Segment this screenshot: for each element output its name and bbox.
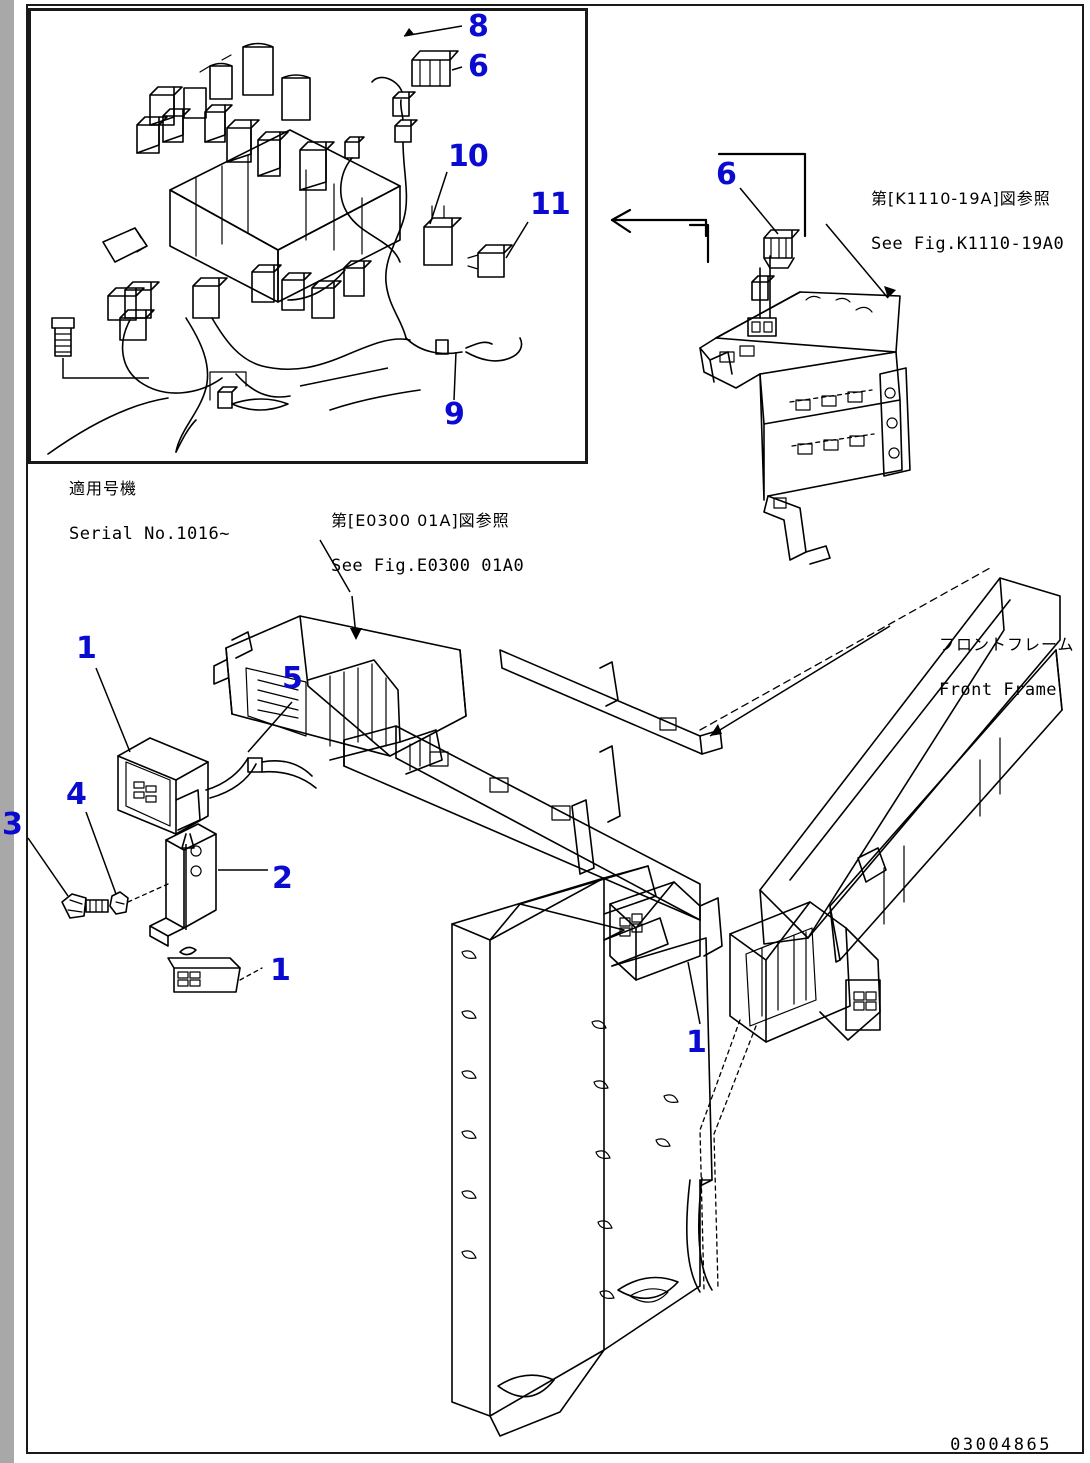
label-front-frame: フロントフレーム Front Frame bbox=[896, 612, 1074, 724]
callout-1-lower: 1 bbox=[270, 953, 291, 988]
right-control-box-assembly bbox=[688, 152, 911, 565]
callout-10: 10 bbox=[448, 139, 489, 174]
callout-11: 11 bbox=[530, 187, 571, 222]
serial-note-jp: 適用号機 bbox=[68, 479, 137, 499]
callout-1-body: 1 bbox=[686, 1025, 707, 1060]
callout-2-bracket: 2 bbox=[272, 861, 293, 896]
label-front-frame-en: Front Frame bbox=[938, 680, 1058, 701]
callout-4-washer: 4 bbox=[66, 777, 87, 812]
machine-front-frame bbox=[213, 539, 1063, 1437]
label-front-frame-jp: フロントフレーム bbox=[938, 635, 1075, 655]
ref-fig-e0300: 第[E0300 01A]図参照 See Fig.E0300 01A0 bbox=[288, 488, 524, 600]
ref-fig-k1110-jp: 第[K1110-19A]図参照 bbox=[870, 189, 1051, 209]
ref-fig-e0300-en: See Fig.E0300 01A0 bbox=[330, 556, 525, 577]
left-margin-rule bbox=[0, 0, 14, 1463]
serial-note: 適用号機 Serial No.1016~ bbox=[26, 456, 230, 568]
callout-5-lead: 5 bbox=[282, 661, 303, 696]
callout-1-lamp: 1 bbox=[76, 631, 97, 666]
left-lamp-assembly bbox=[27, 667, 317, 993]
serial-note-en: Serial No.1016~ bbox=[68, 524, 230, 545]
ref-fig-k1110: 第[K1110-19A]図参照 See Fig.K1110-19A0 bbox=[828, 166, 1064, 278]
inset-reference-arrow bbox=[610, 208, 708, 238]
wiring-harness-detail-inset bbox=[28, 8, 588, 464]
callout-3-bolt: 3 bbox=[2, 807, 23, 842]
callout-6-connector: 6 bbox=[716, 157, 737, 192]
callout-6-inset: 6 bbox=[468, 49, 489, 84]
inset-harness-drawing bbox=[47, 25, 529, 455]
ref-fig-e0300-jp: 第[E0300 01A]図参照 bbox=[330, 511, 510, 531]
ref-fig-k1110-en: See Fig.K1110-19A0 bbox=[870, 234, 1065, 255]
callout-9: 9 bbox=[444, 397, 465, 432]
drawing-number: 03004865 bbox=[950, 1435, 1052, 1455]
callout-8: 8 bbox=[468, 9, 489, 44]
